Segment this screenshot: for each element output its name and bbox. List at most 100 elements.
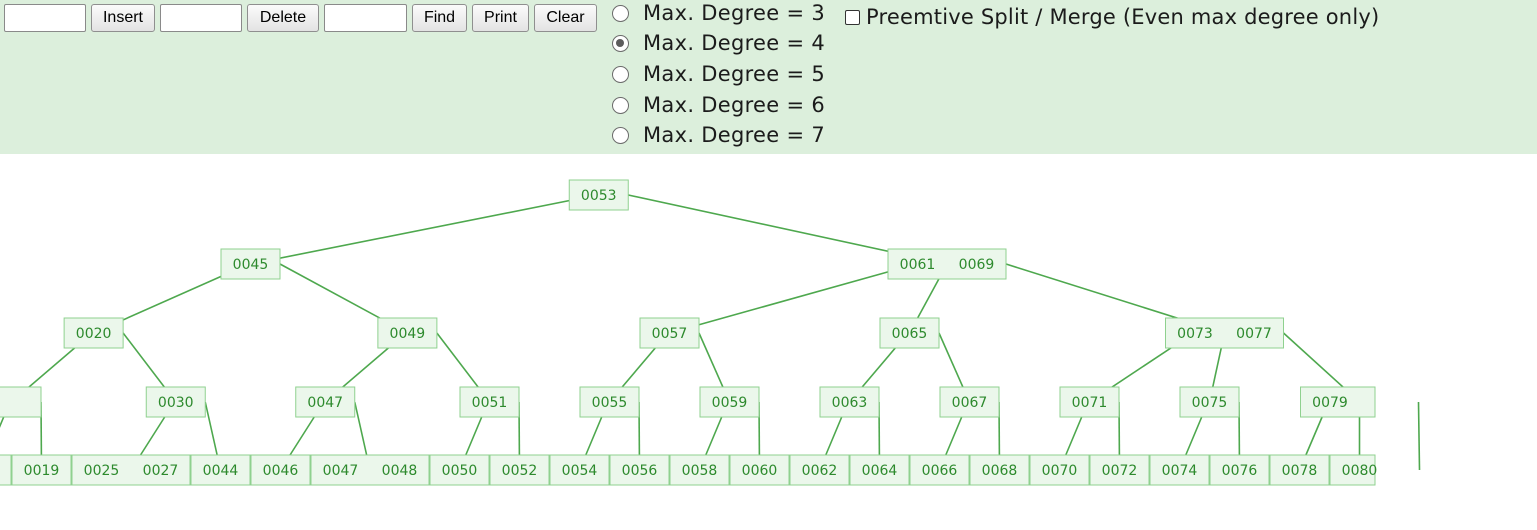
degree-7-radio[interactable]	[612, 126, 629, 144]
tree-leaf-node: 0052	[489, 454, 550, 486]
tree-leaf-node	[0, 454, 12, 486]
tree-internal-node: 0030	[145, 386, 206, 418]
tree-internal-node: 0047	[295, 386, 356, 418]
preemptive-label: Preemtive Split / Merge (Even max degree…	[866, 5, 1380, 29]
tree-edge	[1417, 401, 1421, 471]
node-box	[295, 386, 356, 418]
degree-option-6[interactable]: Max. Degree = 6	[612, 92, 825, 118]
node-key: 0053	[581, 188, 617, 204]
node-box	[63, 317, 124, 349]
node-box	[1209, 454, 1270, 486]
tree-internal-node: 0045	[220, 248, 281, 280]
node-box	[145, 386, 206, 418]
degree-option-7[interactable]: Max. Degree = 7	[612, 122, 825, 148]
tree-internal-node: 0063	[819, 386, 880, 418]
node-box	[819, 386, 880, 418]
degree-option-label: Max. Degree = 7	[643, 123, 826, 147]
node-box	[1300, 386, 1376, 418]
tree-edge	[250, 194, 598, 265]
preemptive-checkbox[interactable]	[845, 9, 860, 25]
node-box	[489, 454, 550, 486]
tree-internal-node: 0075	[1179, 386, 1240, 418]
node-key: 0052	[502, 463, 538, 479]
node-key: 0079	[1312, 395, 1348, 411]
node-key: 0066	[922, 463, 958, 479]
node-box	[429, 454, 490, 486]
node-key: 0030	[158, 395, 194, 411]
node-key: 0074	[1162, 463, 1198, 479]
node-box	[459, 386, 520, 418]
tree-leaf-node: 0046	[250, 454, 311, 486]
node-key: 0071	[1072, 395, 1108, 411]
degree-5-radio[interactable]	[612, 65, 629, 83]
node-box	[1329, 454, 1376, 486]
preemptive-split-merge-option[interactable]: Preemtive Split / Merge (Even max degree…	[845, 4, 1379, 30]
node-box	[190, 454, 251, 486]
node-box	[1165, 317, 1284, 349]
tree-leaf-node: 0076	[1209, 454, 1270, 486]
node-key: 0078	[1282, 463, 1318, 479]
node-box	[250, 454, 311, 486]
tree-leaf-node: 0072	[1089, 454, 1150, 486]
delete-input[interactable]	[160, 4, 242, 32]
tree-edge	[669, 263, 917, 334]
tree-leaf-node: 0060	[729, 454, 790, 486]
node-box	[909, 454, 970, 486]
degree-option-3[interactable]: Max. Degree = 3	[612, 0, 825, 26]
tree-internal-node: 0071	[1059, 386, 1120, 418]
degree-option-5[interactable]: Max. Degree = 5	[612, 61, 825, 87]
control-panel: Insert Delete Find Print Clear Max. Degr…	[0, 0, 1537, 154]
node-key: 0059	[712, 395, 748, 411]
degree-6-radio[interactable]	[612, 96, 629, 114]
node-box	[71, 454, 191, 486]
tree-leaf-node: 0064	[849, 454, 910, 486]
node-key: 0064	[862, 463, 898, 479]
tree-internal-node: 0079	[1300, 386, 1376, 418]
node-key: 0067	[952, 395, 988, 411]
degree-4-radio[interactable]	[612, 34, 629, 52]
node-box	[377, 317, 438, 349]
node-key: 0077	[1236, 326, 1272, 342]
delete-button[interactable]: Delete	[247, 4, 319, 32]
tree-leaf-node: 0054	[549, 454, 610, 486]
print-button[interactable]: Print	[472, 4, 529, 32]
tree-leaf-node: 0070	[1029, 454, 1090, 486]
find-input[interactable]	[324, 4, 407, 32]
tree-internal-node: 0057	[639, 317, 700, 349]
degree-option-4[interactable]: Max. Degree = 4	[612, 30, 825, 56]
node-box	[310, 454, 430, 486]
node-box	[849, 454, 910, 486]
node-key: 0045	[233, 257, 269, 273]
node-box	[969, 454, 1030, 486]
node-key: 0061	[900, 257, 936, 273]
find-button[interactable]: Find	[412, 4, 467, 32]
tree-leaf-node: 0068	[969, 454, 1030, 486]
node-box	[1059, 386, 1120, 418]
node-box	[11, 454, 72, 486]
node-box	[1089, 454, 1150, 486]
node-box	[789, 454, 850, 486]
node-key: 0073	[1177, 326, 1213, 342]
node-key: 0025	[84, 463, 120, 479]
node-key: 0057	[652, 326, 688, 342]
tree-leaf-node: 0078	[1269, 454, 1330, 486]
node-key: 0076	[1222, 463, 1258, 479]
node-box	[1029, 454, 1090, 486]
insert-button[interactable]: Insert	[91, 4, 155, 32]
node-key: 0019	[24, 463, 60, 479]
node-key: 0063	[832, 395, 868, 411]
degree-3-radio[interactable]	[612, 4, 629, 22]
node-key: 0047	[323, 463, 359, 479]
tree-internal-node: 0065	[879, 317, 940, 349]
node-key: 0065	[892, 326, 928, 342]
node-box	[549, 454, 610, 486]
tree-leaf-node: 0080	[1329, 454, 1377, 486]
tree-leaf-node: 0066	[909, 454, 970, 486]
insert-input[interactable]	[4, 4, 86, 32]
clear-button[interactable]: Clear	[534, 4, 597, 32]
node-key: 0027	[143, 463, 179, 479]
